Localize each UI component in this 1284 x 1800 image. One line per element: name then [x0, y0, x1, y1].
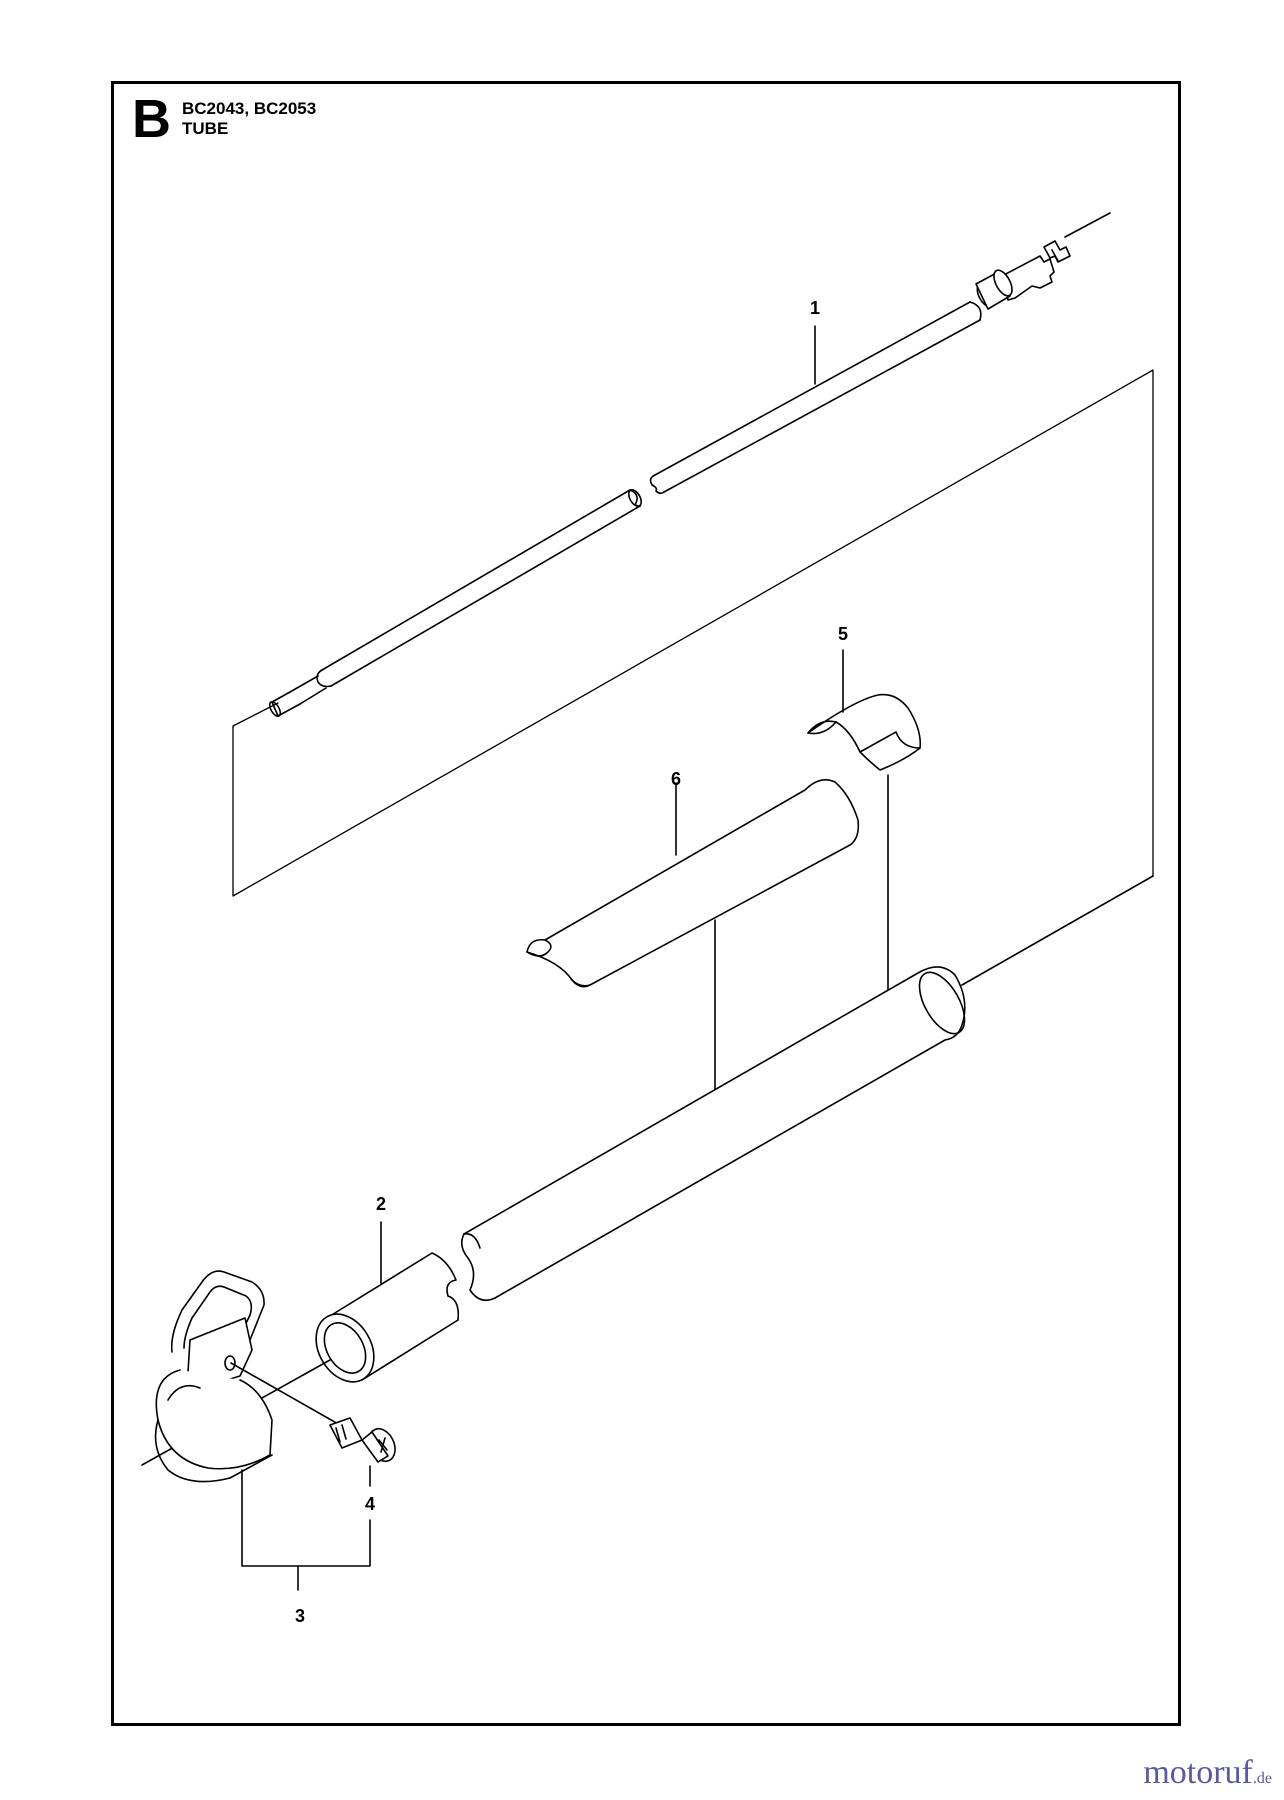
callout-4: 4: [365, 1494, 375, 1514]
model-numbers: BC2043, BC2053: [182, 99, 317, 118]
callout-1: 1: [810, 298, 820, 318]
main-tube-part: [460, 875, 1154, 1301]
clamp-bracket-part: [141, 1270, 371, 1591]
watermark-logo: motoruf.de: [1143, 1754, 1272, 1792]
watermark-brand: motoruf: [1143, 1754, 1253, 1791]
callout-3: 3: [295, 1606, 305, 1626]
diagram-frame: [111, 81, 1181, 1726]
callout-2: 2: [376, 1194, 386, 1214]
drive-shaft-part: [268, 212, 1111, 718]
callout-5: 5: [838, 624, 848, 644]
section-letter: B: [132, 89, 171, 149]
damper-long-part: [526, 779, 860, 1101]
callout-6: 6: [671, 769, 681, 789]
tube-sleeve-part: [315, 1221, 460, 1383]
diagram-title: TUBE: [182, 119, 229, 138]
screw-part: [230, 1362, 396, 1487]
damper-short-part: [807, 649, 922, 1001]
watermark-tld: .de: [1252, 1770, 1272, 1787]
